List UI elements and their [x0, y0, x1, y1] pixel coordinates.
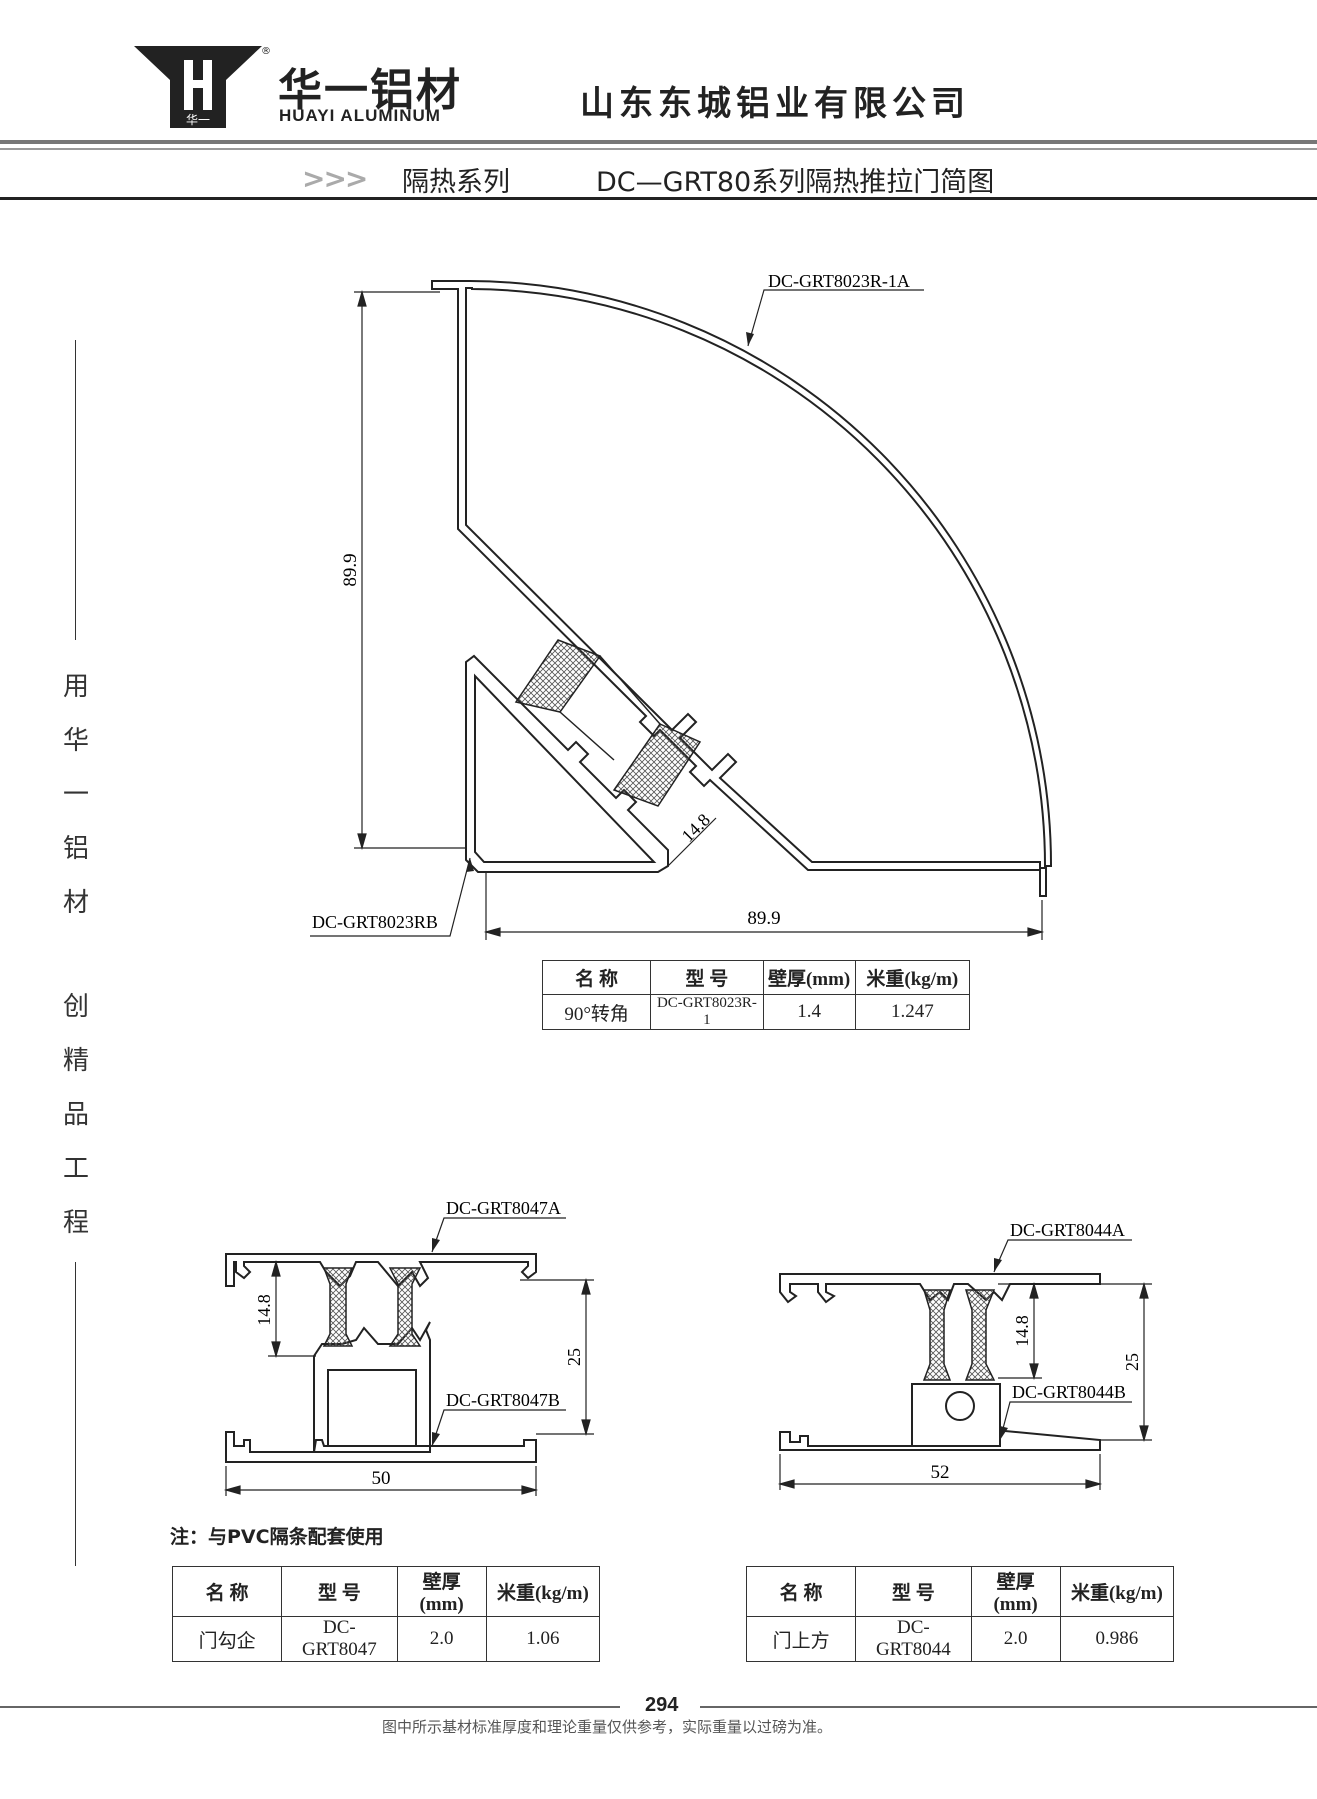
spec-table-8044: 名 称 型 号 壁厚(mm) 米重(kg/m) 门上方 DC-GRT8044 2…: [745, 1566, 1175, 1662]
leader-arrow-icon: [746, 332, 754, 346]
dim-width-corner: [483, 872, 1045, 940]
sidebar-char: 品: [62, 1100, 89, 1130]
table-cell: 2.0: [396, 1616, 487, 1662]
dim-8044: [777, 1281, 1152, 1490]
logo-en: HUAYI ALUMINUM: [279, 106, 441, 125]
table-cell: DC-GRT8047: [281, 1616, 398, 1662]
table-cell: 门上方: [745, 1616, 857, 1662]
arrows-icon: >>>: [302, 162, 368, 195]
logo-mark-text: 华一: [186, 113, 210, 127]
profile-8044-bottom: [779, 1383, 1101, 1451]
dim-8044-strip-label: 14.8: [1012, 1315, 1032, 1347]
table-cell: 1.06: [485, 1616, 601, 1662]
label-corner-a: DC-GRT8023R-1A: [768, 271, 910, 291]
table-header: 壁厚(mm): [970, 1566, 1061, 1617]
table-cell: 2.0: [970, 1616, 1061, 1662]
leader-corner-b: [310, 857, 471, 937]
dim-height-corner-label: 89.9: [340, 553, 361, 586]
series-label: 隔热系列: [402, 167, 510, 198]
table-cell: 0.986: [1059, 1616, 1175, 1662]
note: 注：与PVC隔条配套使用: [170, 1526, 384, 1548]
table-cell: 90°转角: [541, 994, 652, 1030]
leader-arrow-icon: [466, 858, 474, 872]
table-header: 米重(kg/m): [485, 1566, 601, 1617]
sidebar-char: 工: [62, 1154, 89, 1184]
sidebar-text-1: 用 华 一 铝 材: [56, 660, 96, 930]
table-header: 名 称: [541, 960, 652, 995]
footer-disclaimer: 图中所示基材标准厚度和理论重量仅供参考，实际重量以过磅为准。: [382, 1718, 833, 1736]
dim-width-corner-label: 89.9: [747, 908, 780, 929]
sidebar-char: 用: [62, 672, 89, 702]
header-rule-top-thin: [0, 148, 1317, 150]
leader-arrow-icon: [994, 1258, 1002, 1272]
leader-8047-a: [431, 1217, 566, 1253]
label-8047-b: DC-GRT8047B: [446, 1390, 560, 1410]
leader-arrow-icon: [1000, 1426, 1008, 1440]
table-header: 壁厚(mm): [762, 960, 856, 995]
sidebar-text-2: 创 精 品 工 程: [56, 980, 96, 1250]
footer-rule-left: [0, 1706, 620, 1708]
profile-8044-top: [779, 1273, 1101, 1304]
table-cell: 1.4: [762, 994, 856, 1030]
dim-8047: [223, 1259, 594, 1496]
table-header: 型 号: [855, 1566, 972, 1617]
sidebar-char: 华: [62, 726, 89, 756]
spec-table-corner: 名 称 型 号 壁厚(mm) 米重(kg/m) 90°转角 DC-GRT8023…: [541, 960, 971, 1030]
dim-8044-height-label: 25: [1122, 1353, 1142, 1371]
dim-strip-corner: [667, 817, 717, 867]
corner-thermal-strips: [514, 639, 702, 807]
dim-8047-height-label: 25: [564, 1348, 584, 1366]
sidebar-char: 铝: [62, 834, 89, 864]
footer-rule-right: [700, 1706, 1317, 1708]
corner-profile-a: [431, 280, 1053, 897]
dim-height-corner: [354, 289, 466, 851]
leader-arrow-icon: [432, 1432, 440, 1446]
table-header: 名 称: [745, 1566, 857, 1617]
sidebar-char: 程: [62, 1208, 89, 1238]
table-header: 米重(kg/m): [854, 960, 971, 995]
profile-8047-strips: [322, 1267, 422, 1347]
table-header: 米重(kg/m): [1059, 1566, 1175, 1617]
label-corner-b: DC-GRT8023RB: [312, 912, 438, 932]
table-header: 名 称: [171, 1566, 283, 1617]
leader-8044-a: [993, 1239, 1132, 1273]
table-cell: DC-GRT8023R-1: [650, 994, 764, 1030]
sidebar-line-bottom: [75, 1262, 76, 1566]
sidebar-char: 一: [62, 780, 89, 810]
logo: 华一: [134, 46, 262, 128]
dim-8047-strip-label: 14.8: [254, 1294, 274, 1326]
table-header: 型 号: [650, 960, 764, 995]
leader-arrow-icon: [432, 1238, 440, 1252]
label-8044-a: DC-GRT8044A: [1010, 1220, 1125, 1240]
label-8047-a: DC-GRT8047A: [446, 1198, 561, 1218]
table-cell: 门勾企: [171, 1616, 283, 1662]
spec-table-8047: 名 称 型 号 壁厚(mm) 米重(kg/m) 门勾企 DC-GRT8047 2…: [171, 1566, 601, 1662]
table-cell: DC-GRT8044: [855, 1616, 972, 1662]
header-rule-top: [0, 140, 1317, 144]
sidebar-line-top: [75, 340, 76, 640]
profile-8047-top: [225, 1253, 537, 1288]
leader-corner-a: [747, 289, 924, 347]
profile-8047-bottom: [225, 1321, 537, 1463]
sidebar-char: 精: [62, 1046, 89, 1076]
table-header: 型 号: [281, 1566, 398, 1617]
leader-8047-b: [431, 1409, 566, 1447]
company-name: 山东东城铝业有限公司: [580, 84, 970, 124]
label-8044-b: DC-GRT8044B: [1012, 1382, 1126, 1402]
page-number: 294: [645, 1694, 679, 1716]
page-title: DC—GRT80系列隔热推拉门简图: [596, 167, 995, 198]
logo-mark-icon: 华一: [134, 46, 262, 128]
dim-8044-width-label: 52: [931, 1462, 950, 1483]
profile-8044-strips: [922, 1289, 996, 1381]
table-cell: 1.247: [854, 994, 971, 1030]
logo-cn: 华一铝材: [278, 65, 462, 116]
table-header: 壁厚(mm): [396, 1566, 487, 1617]
sidebar-char: 创: [62, 992, 89, 1022]
header-rule-bottom: [0, 197, 1317, 200]
dim-strip-corner-label: 14.8: [678, 810, 714, 846]
registered-icon: ®: [261, 46, 271, 57]
sidebar-char: 材: [62, 888, 89, 918]
dim-8047-width-label: 50: [372, 1468, 391, 1489]
